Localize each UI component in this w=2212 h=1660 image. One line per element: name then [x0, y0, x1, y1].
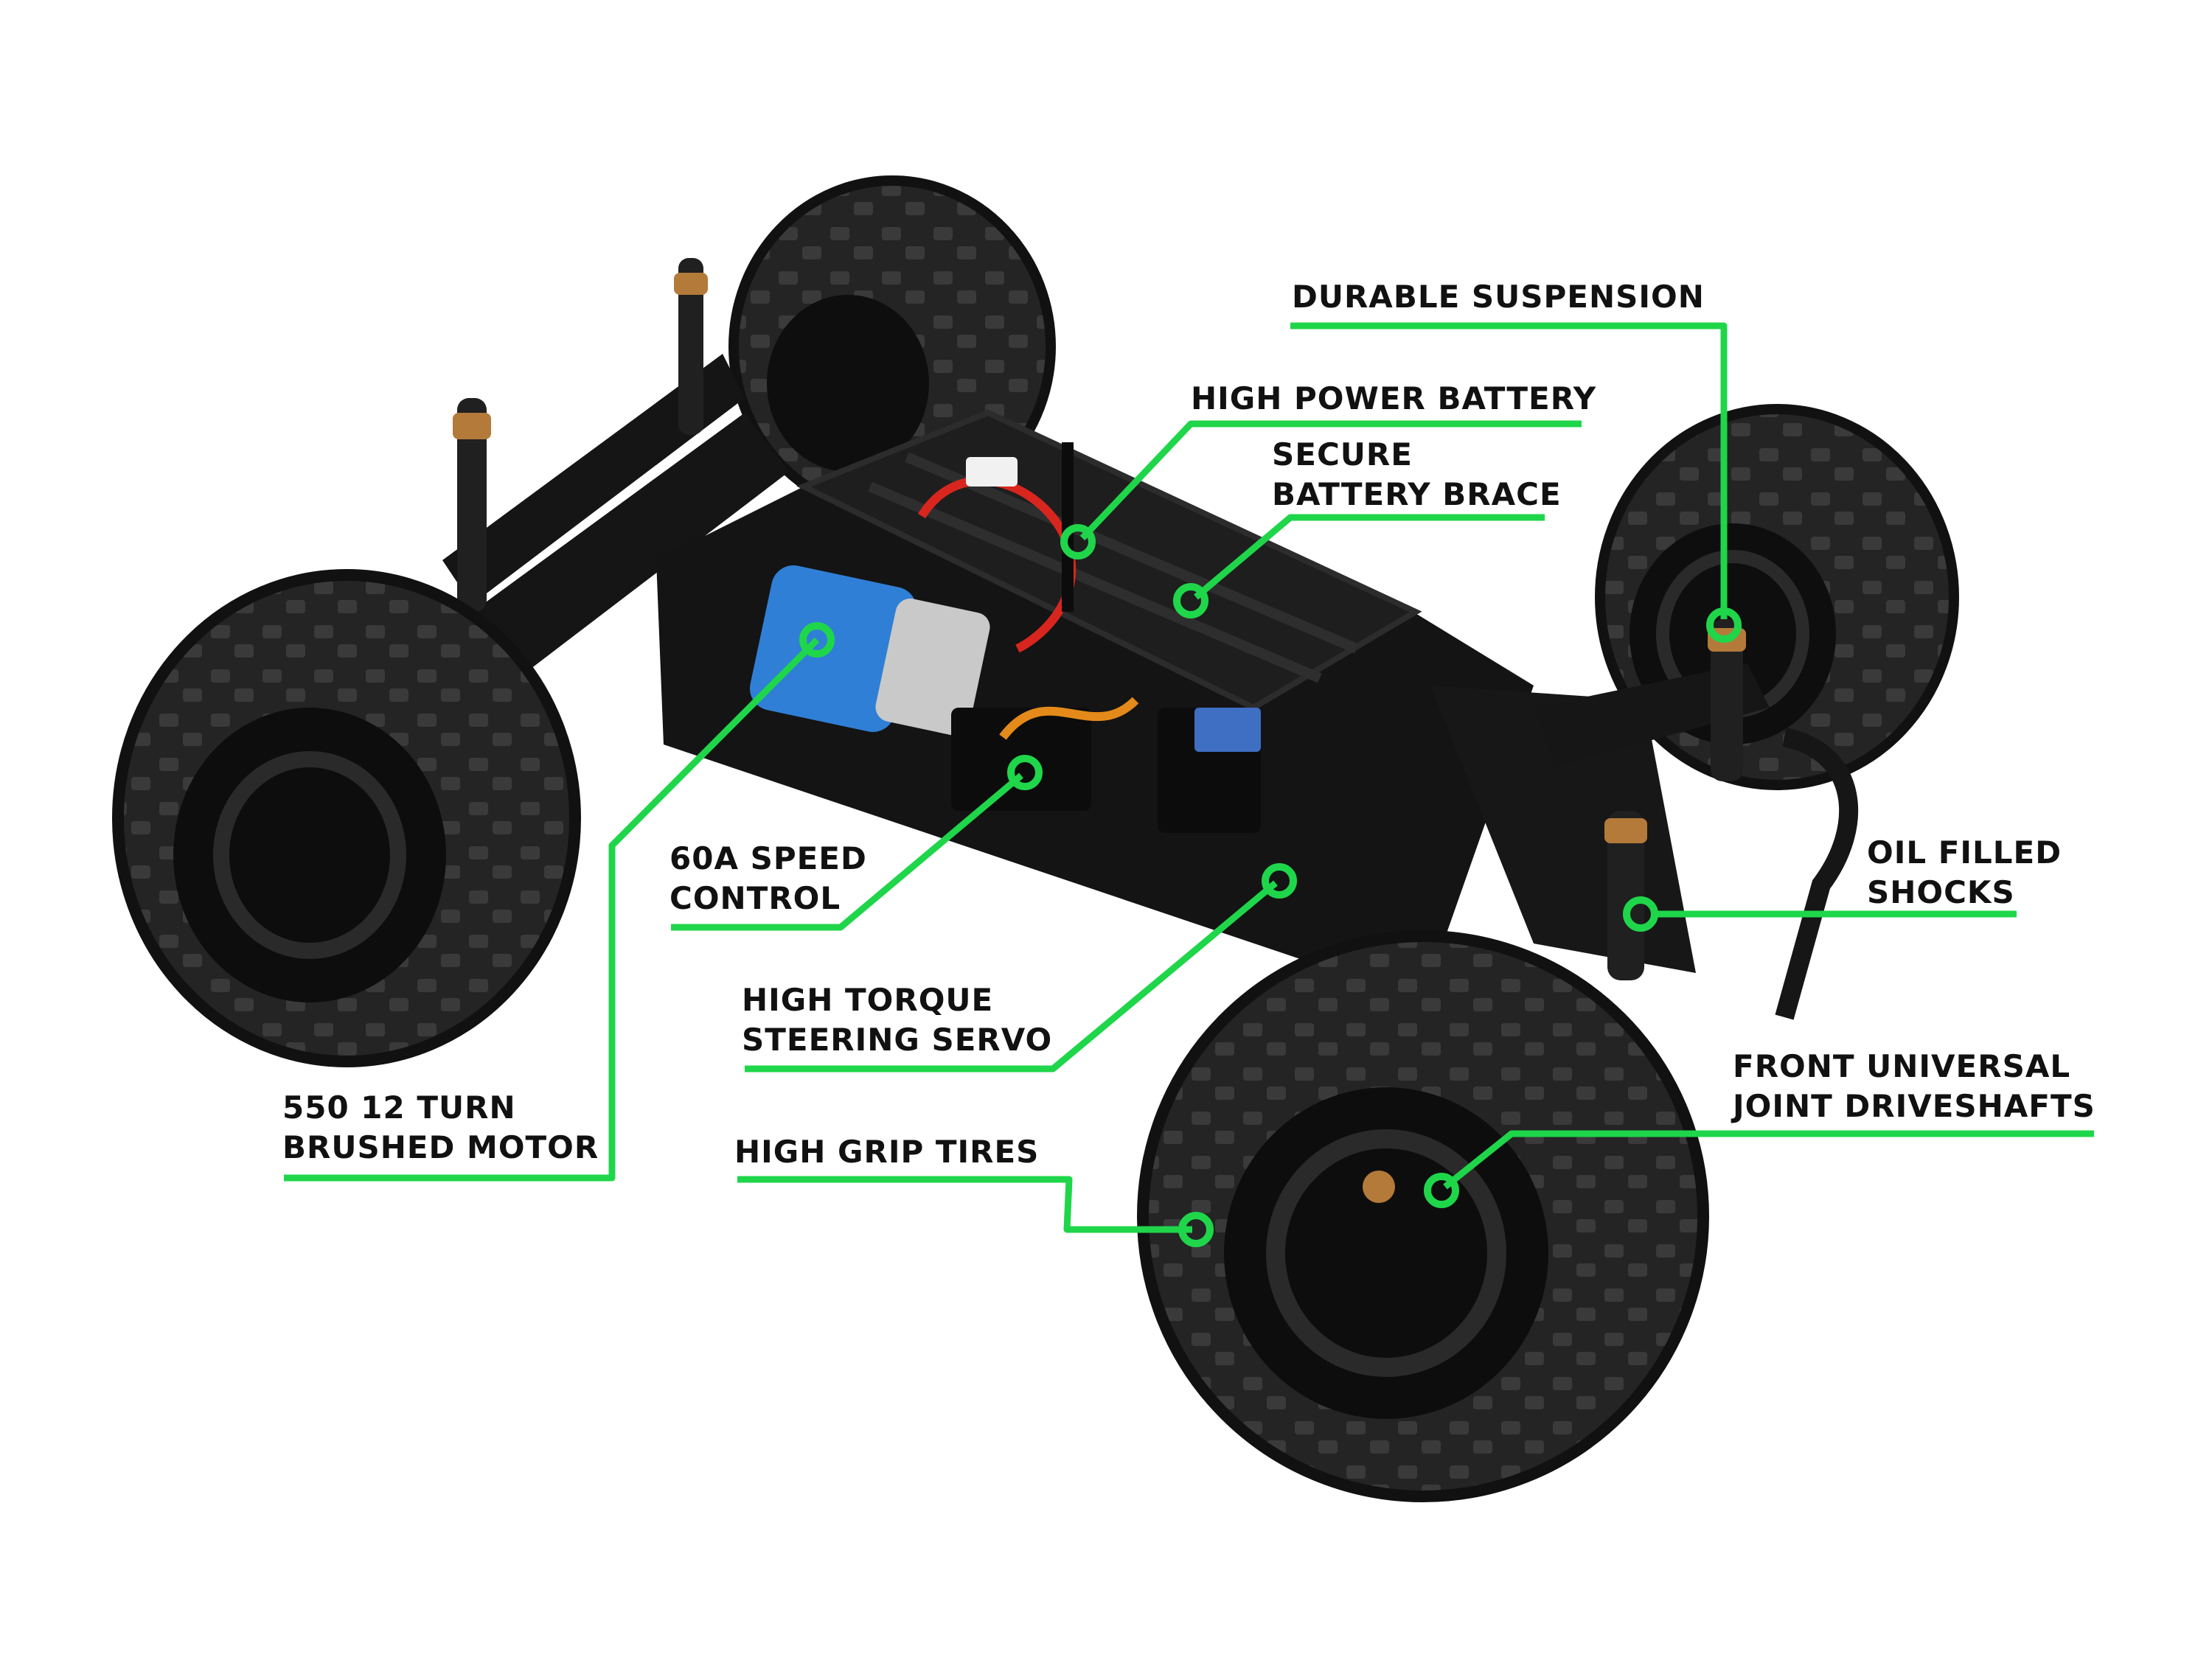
- leader-60a-speed-control: [671, 773, 1023, 931]
- leader-front-universal-joint-driveshafts: [1443, 1130, 2094, 1190]
- label-line: DURABLE SUSPENSION: [1292, 279, 1705, 315]
- leader-durable-suspension: [1290, 322, 1728, 619]
- marker-oil-filled-shocks: [1623, 896, 1658, 932]
- marker-high-grip-tires: [1178, 1212, 1214, 1247]
- marker-550-12-turn-brushed-motor: [799, 622, 835, 658]
- label-line: OIL FILLED: [1867, 834, 2062, 871]
- label-line: SHOCKS: [1867, 874, 2015, 910]
- leader-550-12-turn-brushed-motor: [284, 637, 820, 1182]
- label-line: CONTROL: [669, 880, 841, 916]
- wheel-rear-right: [112, 569, 581, 1067]
- label-line: 550 12 TURN: [282, 1089, 516, 1126]
- marker-durable-suspension: [1706, 607, 1742, 643]
- marker-front-universal-joint-driveshafts: [1424, 1173, 1459, 1208]
- label-line: BATTERY BRACE: [1272, 476, 1562, 512]
- leader-high-power-battery: [1079, 420, 1582, 541]
- rear-suspension: [442, 258, 789, 686]
- label-durable-suspension: DURABLE SUSPENSION: [1292, 277, 1705, 317]
- label-high-power-battery: HIGH POWER BATTERY: [1191, 379, 1596, 419]
- label-550-12-turn-brushed-motor: 550 12 TURN BRUSHED MOTOR: [282, 1088, 599, 1168]
- label-line: JOINT DRIVESHAFTS: [1733, 1088, 2096, 1124]
- label-high-grip-tires: HIGH GRIP TIRES: [734, 1132, 1039, 1172]
- marker-high-power-battery: [1060, 524, 1096, 559]
- label-line: HIGH TORQUE: [742, 982, 994, 1018]
- label-line: HIGH POWER BATTERY: [1191, 380, 1597, 416]
- label-line: BRUSHED MOTOR: [282, 1129, 599, 1165]
- marker-secure-battery-brace: [1173, 583, 1208, 618]
- leader-high-grip-tires: [737, 1176, 1192, 1233]
- leader-secure-battery-brace: [1194, 514, 1545, 600]
- marker-high-torque-steering-servo: [1262, 863, 1297, 899]
- label-line: 60A SPEED: [669, 840, 867, 876]
- marker-60a-speed-control: [1007, 755, 1043, 790]
- label-60a-speed-control: 60A SPEED CONTROL: [669, 839, 867, 918]
- label-oil-filled-shocks: OIL FILLED SHOCKS: [1867, 833, 2062, 913]
- label-line: STEERING SERVO: [742, 1022, 1053, 1058]
- label-line: SECURE: [1272, 436, 1413, 472]
- label-high-torque-steering-servo: HIGH TORQUE STEERING SERVO: [742, 980, 1052, 1060]
- motor: [749, 565, 990, 736]
- label-front-universal-joint-driveshafts: FRONT UNIVERSAL JOINT DRIVESHAFTS: [1733, 1047, 2096, 1126]
- leader-high-torque-steering-servo: [745, 880, 1278, 1073]
- front-suspension: [1534, 619, 1859, 1020]
- label-line: FRONT UNIVERSAL: [1733, 1048, 2071, 1084]
- label-line: HIGH GRIP TIRES: [734, 1134, 1040, 1170]
- label-secure-battery-brace: SECURE BATTERY BRACE: [1272, 435, 1562, 515]
